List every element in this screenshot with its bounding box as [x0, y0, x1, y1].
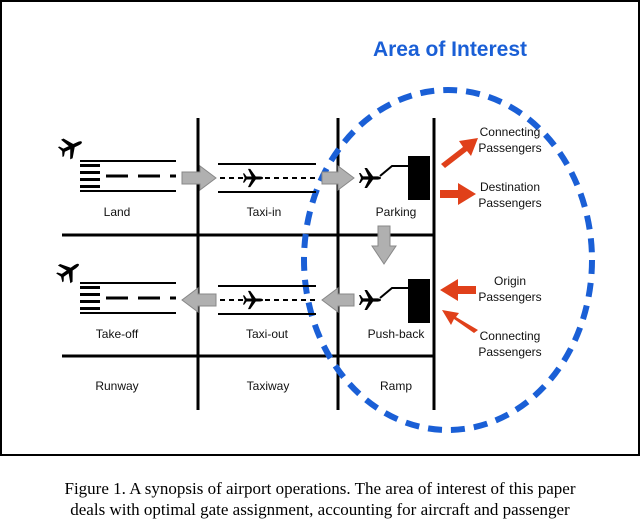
stage-taxi-out-label: Taxi-out: [246, 327, 289, 341]
connecting-passengers-bottom-label-line2: Passengers: [478, 345, 541, 359]
taxi-in-plane-icon: [242, 168, 264, 188]
caption-line-1: Figure 1. A synopsis of airport operatio…: [64, 479, 576, 498]
taxi-out-lane: [218, 285, 316, 315]
stage-land-label: Land: [104, 205, 131, 219]
destination-passengers-out-arrow: [440, 183, 476, 205]
stage-push-back-label: Push-back: [368, 327, 426, 341]
parking-plane-icon: [359, 168, 381, 188]
destination-passengers-label-line2: Passengers: [478, 196, 541, 210]
flow-arrow-taxi-in-to-parking: [321, 165, 355, 191]
zone-ramp-label: Ramp: [380, 379, 412, 393]
connecting-passengers-top-label-line2: Passengers: [478, 141, 541, 155]
zone-runway-label: Runway: [95, 379, 138, 393]
parking-gate-icon: [408, 156, 430, 200]
caption-line-2: deals with optimal gate assignment, acco…: [70, 500, 570, 519]
stage-take-off-label: Take-off: [96, 327, 139, 341]
destination-passengers-label-line1: Destination: [480, 180, 540, 194]
parking-jetbridge: [379, 165, 410, 177]
origin-passengers-in-arrow: [440, 279, 476, 301]
zone-taxiway-label: Taxiway: [247, 379, 290, 393]
taxi-out-plane-icon: [242, 290, 264, 310]
origin-passengers-label-line1: Origin: [494, 274, 526, 288]
figure-caption: Figure 1. A synopsis of airport operatio…: [0, 478, 640, 520]
takeoff-plane-icon: [53, 255, 85, 287]
connecting-passengers-out-arrow: [441, 138, 478, 168]
stage-taxi-in-label: Taxi-in: [247, 205, 282, 219]
origin-passengers-label-line2: Passengers: [478, 290, 541, 304]
flow-arrow-parking-to-push-back: [371, 225, 397, 265]
area-of-interest-title: Area of Interest: [373, 38, 527, 61]
stage-parking-label: Parking: [376, 205, 417, 219]
takeoff-runway-icon: [80, 282, 176, 314]
connecting-passengers-in-arrow: [442, 310, 478, 333]
landing-plane-icon: [55, 132, 87, 162]
push-back-gate-icon: [408, 279, 430, 323]
flow-arrow-push-back-to-taxi-out: [321, 287, 355, 313]
area-of-interest-ellipse: [301, 87, 595, 433]
flow-arrow-land-to-taxi-in: [181, 165, 217, 191]
taxi-in-lane: [218, 163, 316, 193]
figure-frame: [0, 0, 640, 456]
connecting-passengers-bottom-label-line1: Connecting: [480, 329, 541, 343]
push-back-plane-icon: [359, 290, 381, 310]
landing-runway-icon: [80, 160, 176, 192]
push-back-jetbridge: [379, 287, 410, 299]
connecting-passengers-top-label-line1: Connecting: [480, 125, 541, 139]
flow-arrow-taxi-out-to-take-off: [181, 287, 217, 313]
